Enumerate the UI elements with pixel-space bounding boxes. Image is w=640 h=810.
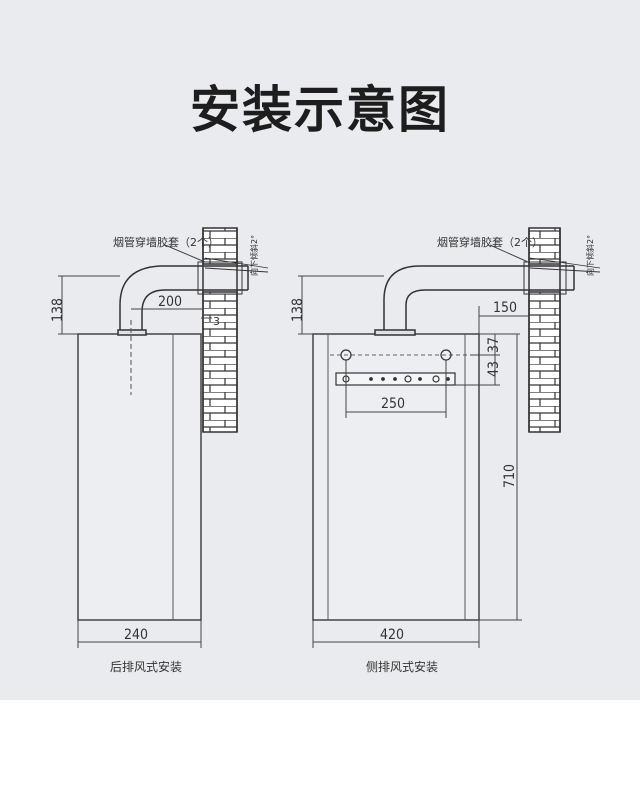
right-caption: 侧排风式安装 — [366, 659, 438, 674]
diagram-svg: 138 200 3 烟管穿墙胶套（2个） 向下倾斜2° 240 后排风式安装 — [50, 227, 601, 674]
left-sleeve-label: 烟管穿墙胶套（2个） — [113, 235, 219, 249]
right-dim-height-label: 138 — [290, 298, 306, 322]
left-dim-138 — [58, 275, 120, 335]
right-dim-250-label: 250 — [381, 396, 405, 412]
right-dim-420 — [312, 620, 480, 648]
left-slope-label: 向下倾斜2° — [249, 235, 259, 276]
right-wall-sleeve — [523, 261, 567, 295]
right-dim-43-37 — [455, 333, 520, 386]
left-rear-exhaust-diagram: 138 200 3 烟管穿墙胶套（2个） 向下倾斜2° 240 后排风式安装 — [50, 227, 269, 674]
right-dim-250 — [345, 360, 447, 418]
left-dim-width-label: 240 — [124, 627, 148, 643]
right-dim-43-label: 43 — [486, 361, 502, 377]
left-flue-pipe — [117, 265, 249, 336]
left-dim-gap-label: 3 — [213, 315, 220, 328]
right-side-exhaust-diagram: 138 150 43 37 250 — [290, 227, 601, 674]
right-dim-710 — [479, 334, 522, 621]
right-brick-wall — [528, 227, 561, 433]
left-dim-height-label: 138 — [50, 298, 66, 322]
left-heater-body — [77, 333, 202, 621]
left-wall-sleeve — [197, 261, 243, 295]
right-dim-offset-label: 150 — [493, 300, 517, 316]
left-caption: 后排风式安装 — [110, 659, 182, 674]
right-dim-width-label: 420 — [380, 627, 404, 643]
left-dim-240 — [77, 620, 202, 648]
right-slope-label: 向下倾斜2° — [585, 235, 595, 276]
right-dim-710-label: 710 — [502, 464, 518, 488]
right-sleeve-label: 烟管穿墙胶套（2个） — [437, 235, 543, 249]
right-dim-138 — [298, 275, 384, 335]
right-dim-37-label: 37 — [486, 337, 502, 353]
right-flue-pipe — [374, 265, 575, 336]
left-brick-wall — [202, 227, 238, 433]
page-title: 安装示意图 — [190, 81, 450, 139]
right-dim-150 — [478, 306, 529, 334]
left-dim-offset-label: 200 — [158, 294, 182, 310]
